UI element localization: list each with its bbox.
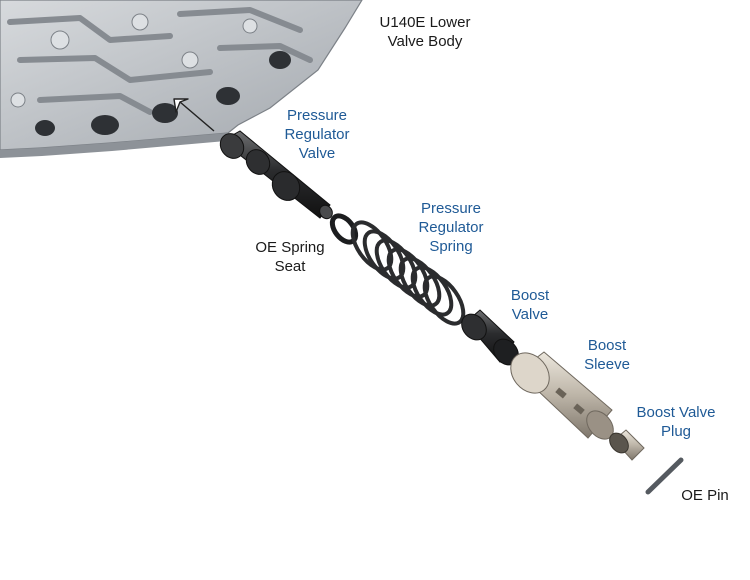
pressure-regulator-spring-part xyxy=(350,220,466,326)
insertion-arrow xyxy=(173,98,215,132)
pressure-regulator-valve-part xyxy=(219,130,333,220)
valve-body xyxy=(0,0,363,158)
label-oe-pin: OE Pin xyxy=(681,487,729,504)
oe-pin-part xyxy=(645,457,684,495)
boost-sleeve-part xyxy=(510,351,614,440)
boost-valve-part xyxy=(461,309,519,366)
boost-valve-plug-part xyxy=(609,429,645,461)
